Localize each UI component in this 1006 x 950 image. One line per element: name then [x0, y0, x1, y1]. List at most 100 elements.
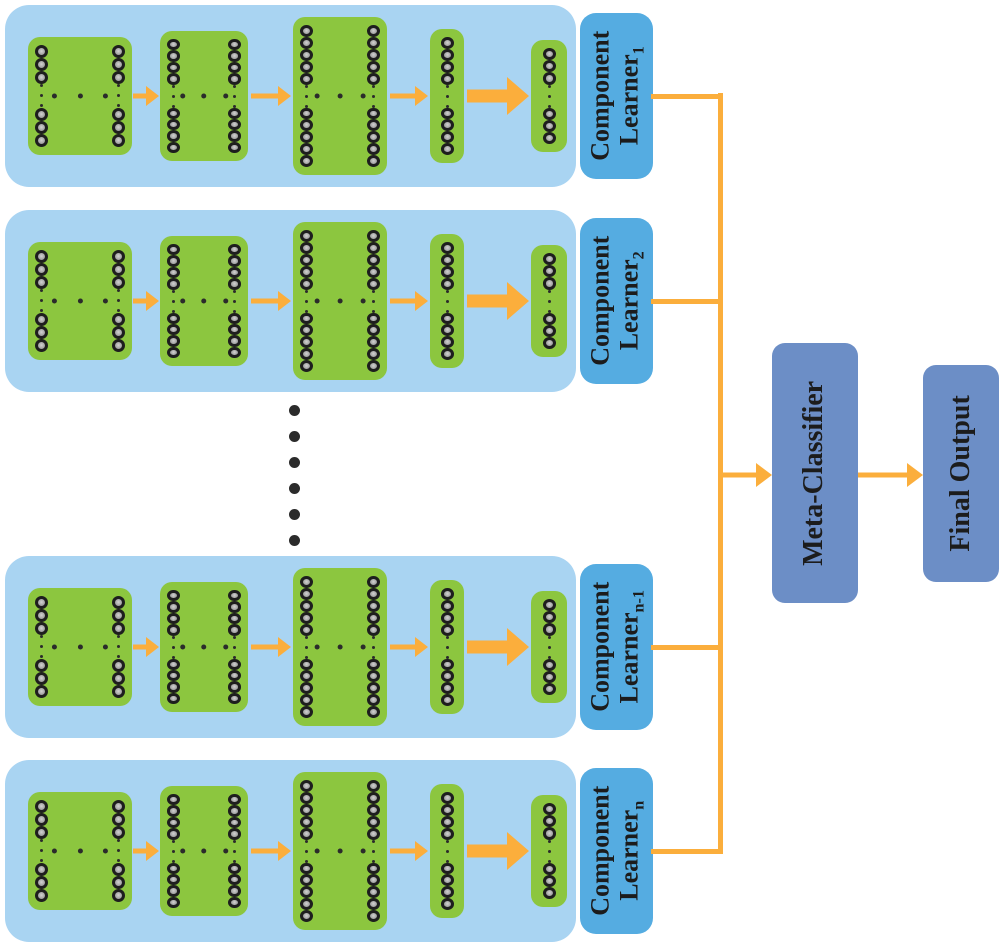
neuron-icon [367, 706, 380, 719]
column-ellipsis-icon [172, 839, 175, 863]
neuron-icon [112, 596, 125, 609]
label-line2: Learner [613, 810, 643, 901]
connector-line [651, 93, 723, 99]
dot-icon [40, 94, 43, 98]
neuron-icon [300, 131, 313, 144]
neuron-column [228, 590, 241, 704]
dot-icon [445, 309, 449, 313]
neuron-icon [228, 73, 241, 85]
neuron-icon [167, 335, 180, 347]
dot-icon [372, 859, 375, 863]
dot-icon [51, 298, 57, 304]
neuron-icon [112, 58, 125, 72]
dot-icon [77, 848, 83, 854]
neuron-icon [35, 862, 48, 876]
flow-arrow-icon [251, 85, 291, 107]
dot-icon [372, 299, 375, 303]
dot-icon [289, 431, 300, 442]
neuron-icon [542, 48, 556, 61]
dot-icon [40, 84, 43, 88]
neuron-column [440, 37, 454, 155]
network-layer [430, 234, 464, 368]
dot-icon [289, 457, 300, 468]
component-learner-label-text: Component Learnern-1 [585, 582, 648, 712]
dot-icon [305, 635, 308, 639]
neuron-icon [35, 596, 48, 609]
dot-icon [117, 839, 120, 843]
neuron-icon [367, 36, 380, 49]
component-learner-label: Component Learnern-1 [580, 564, 653, 730]
dot-icon [117, 655, 120, 659]
neuron-icon [167, 244, 180, 256]
neuron-column [300, 25, 313, 168]
dot-icon [172, 299, 175, 303]
neuron-column [440, 792, 454, 910]
dot-icon [445, 859, 449, 863]
neuron-icon [112, 875, 125, 889]
neuron-icon [300, 336, 313, 349]
middle-ellipsis-icon [180, 93, 228, 99]
neuron-icon [440, 48, 454, 61]
neuron-icon [440, 682, 454, 695]
dot-icon [233, 289, 236, 293]
dot-icon [305, 309, 308, 313]
thick-arrow-icon [467, 76, 529, 116]
neuron-icon [35, 875, 48, 889]
column-ellipsis-icon [172, 84, 175, 108]
neuron-icon [440, 60, 454, 73]
dot-icon [40, 299, 43, 303]
dot-icon [305, 645, 308, 649]
neuron-column [112, 45, 125, 147]
neuron-icon [167, 61, 180, 74]
neuron-icon [167, 590, 180, 602]
dot-icon [103, 298, 109, 304]
network-layer [160, 582, 248, 712]
neuron-icon [35, 888, 48, 902]
column-ellipsis-icon [547, 839, 551, 863]
neuron-icon [300, 898, 313, 911]
dot-icon [445, 635, 449, 639]
neuron-icon [167, 50, 180, 62]
neuron-icon [300, 324, 313, 337]
neuron-icon [542, 886, 556, 900]
neuron-icon [367, 324, 380, 337]
neuron-icon [228, 323, 241, 336]
neuron-icon [542, 611, 556, 624]
middle-ellipsis-icon [51, 93, 109, 99]
dot-icon [337, 848, 343, 854]
column-ellipsis-icon [40, 289, 43, 313]
dot-icon [547, 645, 551, 649]
flow-arrow-icon [133, 290, 159, 312]
neuron-icon [440, 312, 454, 325]
dot-icon [233, 839, 236, 843]
dot-icon [233, 94, 236, 98]
neuron-icon [228, 658, 241, 670]
dot-icon [172, 839, 175, 843]
neuron-icon [440, 324, 454, 337]
neuron-icon [300, 587, 313, 600]
neuron-icon [167, 73, 180, 85]
dot-icon [51, 93, 57, 99]
dot-icon [172, 289, 175, 293]
neuron-icon [300, 599, 313, 612]
dot-icon [445, 94, 449, 98]
neuron-column [367, 576, 380, 719]
neuron-icon [367, 780, 380, 792]
column-ellipsis-icon [445, 84, 449, 108]
dot-icon [172, 104, 175, 108]
neuron-icon [367, 658, 380, 671]
neuron-icon [228, 346, 241, 358]
neuron-icon [367, 143, 380, 156]
neuron-icon [112, 826, 125, 840]
neuron-icon [367, 670, 380, 683]
neuron-icon [228, 107, 241, 119]
neuron-column [228, 794, 241, 908]
neuron-icon [440, 862, 454, 875]
neuron-icon [542, 874, 556, 887]
flow-arrow-icon [390, 636, 428, 658]
neuron-icon [228, 61, 241, 74]
neuron-icon [112, 120, 125, 134]
neuron-icon [300, 312, 313, 325]
network-pipeline [5, 556, 576, 738]
neuron-icon [300, 910, 313, 923]
